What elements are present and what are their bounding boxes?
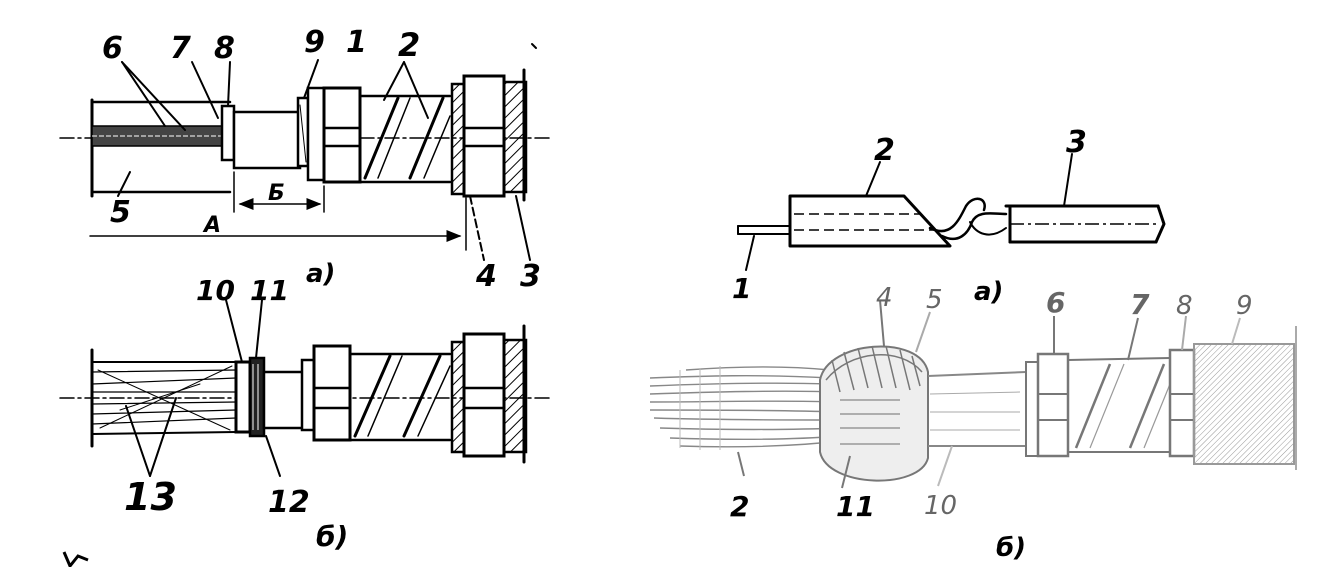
label-r8: 8 bbox=[1176, 291, 1193, 321]
right-panel-b-labels: 4 5 6 7 8 9 2 11 10 б) bbox=[730, 283, 1253, 563]
label-1: 1 bbox=[346, 25, 367, 60]
label-6: 6 bbox=[102, 31, 123, 66]
label-3: 3 bbox=[520, 259, 541, 294]
caption-left-b: б) bbox=[316, 520, 348, 553]
label-5: 5 bbox=[110, 195, 131, 230]
label-r6: 6 bbox=[1046, 286, 1065, 319]
label-7: 7 bbox=[170, 31, 191, 66]
left-panel-a-labels: 6 7 8 9 1 2 5 А Б 4 3 а) bbox=[102, 25, 541, 294]
caption-right-a: а) bbox=[974, 277, 1003, 307]
label-r4: 4 bbox=[876, 283, 893, 313]
label-12: 12 bbox=[268, 485, 310, 520]
label-r10: 10 bbox=[924, 491, 957, 521]
dimension-label-A: А bbox=[202, 213, 221, 238]
right-panel-b-drawing bbox=[649, 299, 1297, 489]
label-8: 8 bbox=[214, 31, 235, 66]
label-10: 10 bbox=[196, 274, 235, 307]
label-r1: 1 bbox=[732, 272, 751, 305]
label-r3: 3 bbox=[1066, 125, 1087, 160]
label-r2b: 2 bbox=[730, 490, 749, 523]
label-r7: 7 bbox=[1130, 288, 1150, 321]
label-4: 4 bbox=[475, 259, 497, 294]
label-r2: 2 bbox=[874, 133, 895, 168]
caption-right-b: б) bbox=[996, 533, 1026, 563]
left-panel-a-drawing bbox=[59, 43, 551, 261]
label-r5: 5 bbox=[926, 285, 943, 315]
label-11: 11 bbox=[250, 274, 289, 307]
dimension-label-B: Б bbox=[268, 181, 285, 206]
label-r11: 11 bbox=[836, 490, 875, 523]
label-r9: 9 bbox=[1236, 291, 1253, 321]
label-9: 9 bbox=[304, 25, 325, 60]
right-panel-a-drawing bbox=[737, 153, 1166, 271]
caption-left-a: а) bbox=[306, 259, 335, 289]
left-panel-b-drawing bbox=[59, 299, 551, 477]
label-2: 2 bbox=[398, 26, 420, 64]
corner-mark bbox=[62, 551, 89, 567]
right-panel-a-labels: 2 3 1 а) bbox=[732, 125, 1087, 307]
left-panel-b-labels: 10 11 12 13 б) bbox=[124, 274, 348, 553]
label-13: 13 bbox=[124, 475, 177, 519]
